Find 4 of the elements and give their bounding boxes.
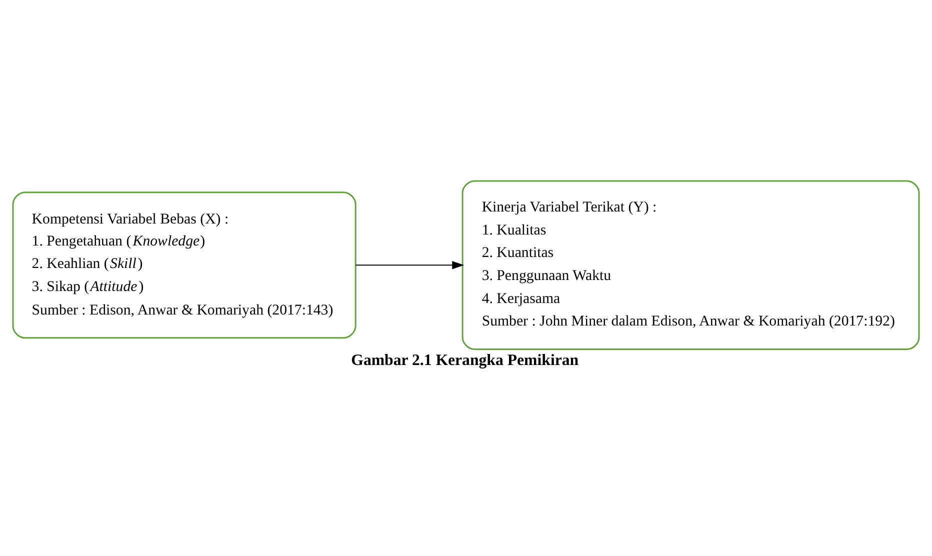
node-box: Kompetensi Variabel Bebas (X) : 1. Pengetahuan (Knowledge) 2. Keahlian (Skill) 3. Sikap (Attitude) Sumber : Edison, Anwar & Komariyah (2017:143) [12, 192, 356, 339]
arrow [355, 260, 464, 270]
caption: Gambar 2.1 Kerangka Pemikiran [351, 352, 579, 369]
node-box: Kinerja Variabel Terikat (Y) : 1. Kualitas 2. Kuantitas 3. Penggunaan Waktu 4. Kerjasama Sumber : John Miner dalam Edison, Anwar & Komariyah (2017:192) [462, 180, 920, 350]
